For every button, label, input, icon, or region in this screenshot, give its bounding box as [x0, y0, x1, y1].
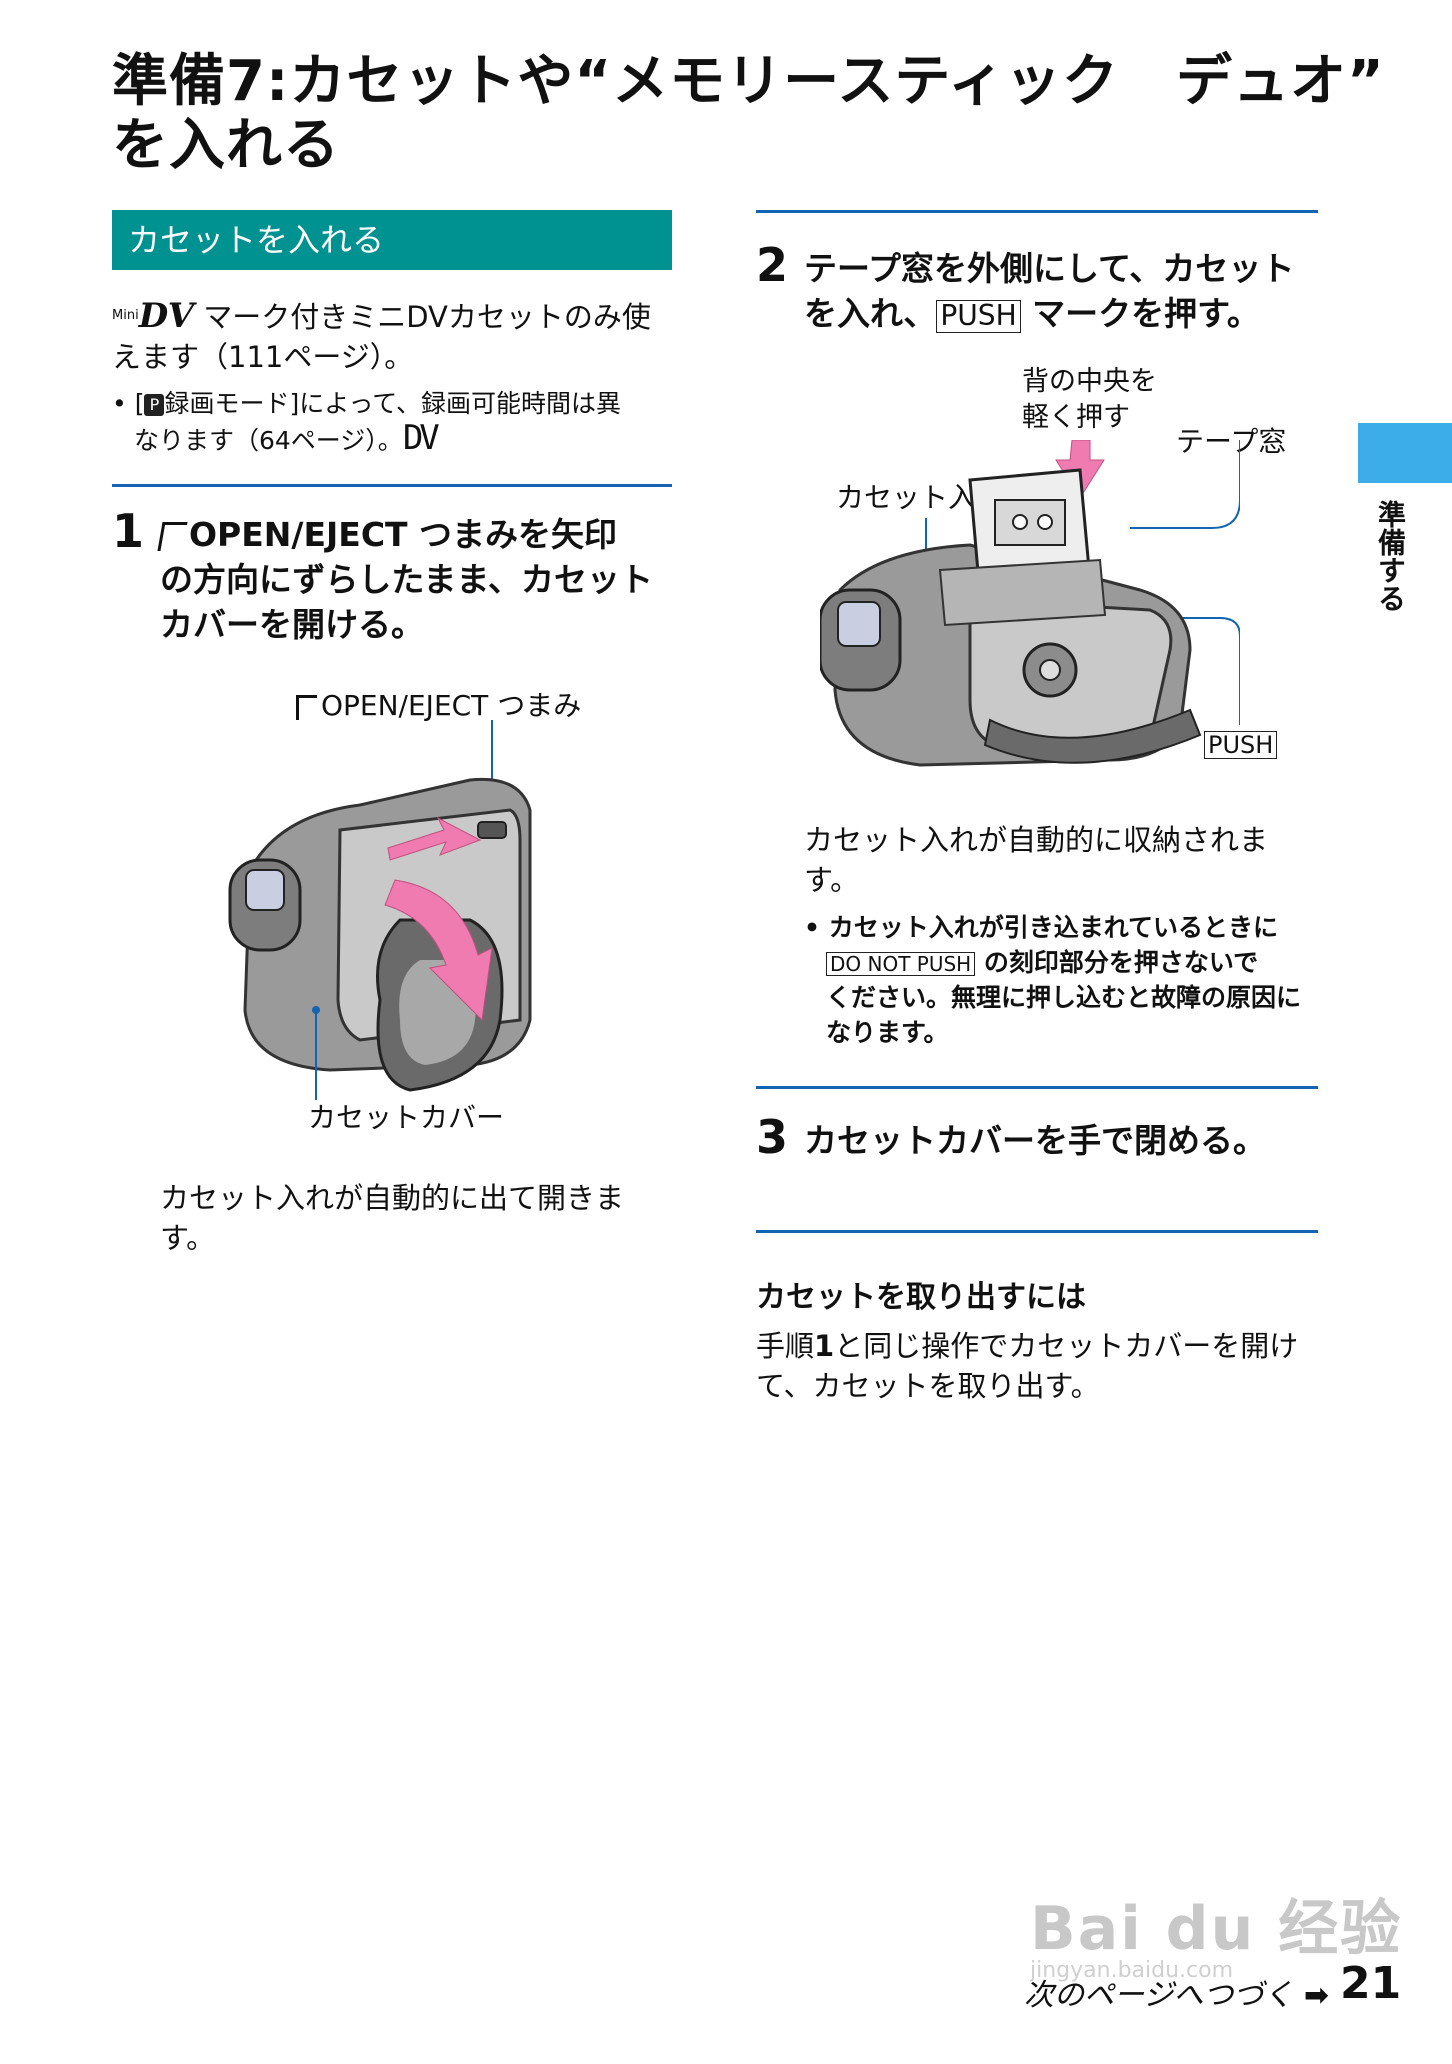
push-callout: PUSH [1204, 726, 1278, 762]
remove-heading: カセットを取り出すには [756, 1280, 1086, 1315]
section-header-label: カセットを入れる [128, 221, 385, 259]
page-title: 準備7:カセットや“メモリースティック デュオ” を入れる [112, 49, 1385, 178]
step1-number: 1 [112, 504, 145, 558]
tape-window-callout: テープ窓 [1176, 425, 1287, 458]
dv-mark: DV [402, 418, 440, 458]
divider [112, 484, 672, 487]
baidu-watermark: Bai du 经验 [1030, 1894, 1403, 1964]
camcorder-open-cover-illustration [228, 720, 532, 1100]
divider [756, 210, 1318, 213]
step3-number: 3 [756, 1110, 789, 1164]
remove-instructions: 手順1と同じ操作でカセットカバーを開け て、カセットを取り出す。 [756, 1329, 1299, 1403]
step2-note: • カセット入れが引き込まれているときに DO NOT PUSH の刻印部分を押… [804, 913, 1302, 1047]
record-mode-icon: P [144, 394, 165, 416]
push-mark: PUSH [936, 300, 1021, 333]
open-eject-icon [296, 694, 317, 720]
divider [756, 1086, 1318, 1089]
section-header: カセットを入れる [112, 210, 672, 270]
open-eject-icon [157, 522, 188, 551]
divider [756, 1230, 1318, 1233]
knob-callout: OPEN/EJECT つまみ [296, 688, 581, 724]
baidu-watermark-url: jingyan.baidu.com [1030, 1958, 1234, 1983]
arrow-right-icon: ➡ [1293, 1978, 1329, 2013]
chapter-tab [1358, 423, 1452, 483]
step1-result: カセット入れが自動的に出て開きま す。 [160, 1181, 625, 1255]
step1-instruction: OPEN/EJECT つまみを矢印 の方向にずらしたまま、カセット カバーを開け… [157, 512, 700, 647]
camcorder-insert-cassette-illustration [820, 440, 1240, 767]
chapter-tab-label: 準備する [1374, 500, 1407, 612]
page-title-line1: 準備7:カセットや“メモリースティック デュオ” [112, 49, 1385, 114]
step2-number: 2 [756, 238, 789, 292]
cassette-cover-callout: カセットカバー [308, 1101, 505, 1134]
press-center-callout: 背の中央を 軽く押す [1022, 366, 1157, 433]
intro-paragraph: MiniDV マーク付きミニDVカセットのみ使 えます（111ページ）。 [112, 296, 692, 377]
step3-instruction: カセットカバーを手で閉める。 [804, 1121, 1266, 1160]
page-title-line2: を入れる [112, 113, 340, 178]
step2-instruction: テープ窓を外側にして、カセット を入れ、PUSH マークを押す。 [804, 249, 1295, 333]
next-page-label: 次のページへつづく ➡ [1024, 1978, 1329, 2013]
intro-text-line1: マーク付きミニDVカセットのみ使 [203, 300, 651, 334]
do-not-push-mark: DO NOT PUSH [826, 952, 976, 976]
step2-result: カセット入れが自動的に収納されま す。 [804, 823, 1269, 897]
intro-text-line2: えます（111ページ）。 [112, 340, 414, 374]
minidv-logo: MiniDV [112, 296, 194, 336]
page-number: 21 [1340, 1958, 1402, 2009]
